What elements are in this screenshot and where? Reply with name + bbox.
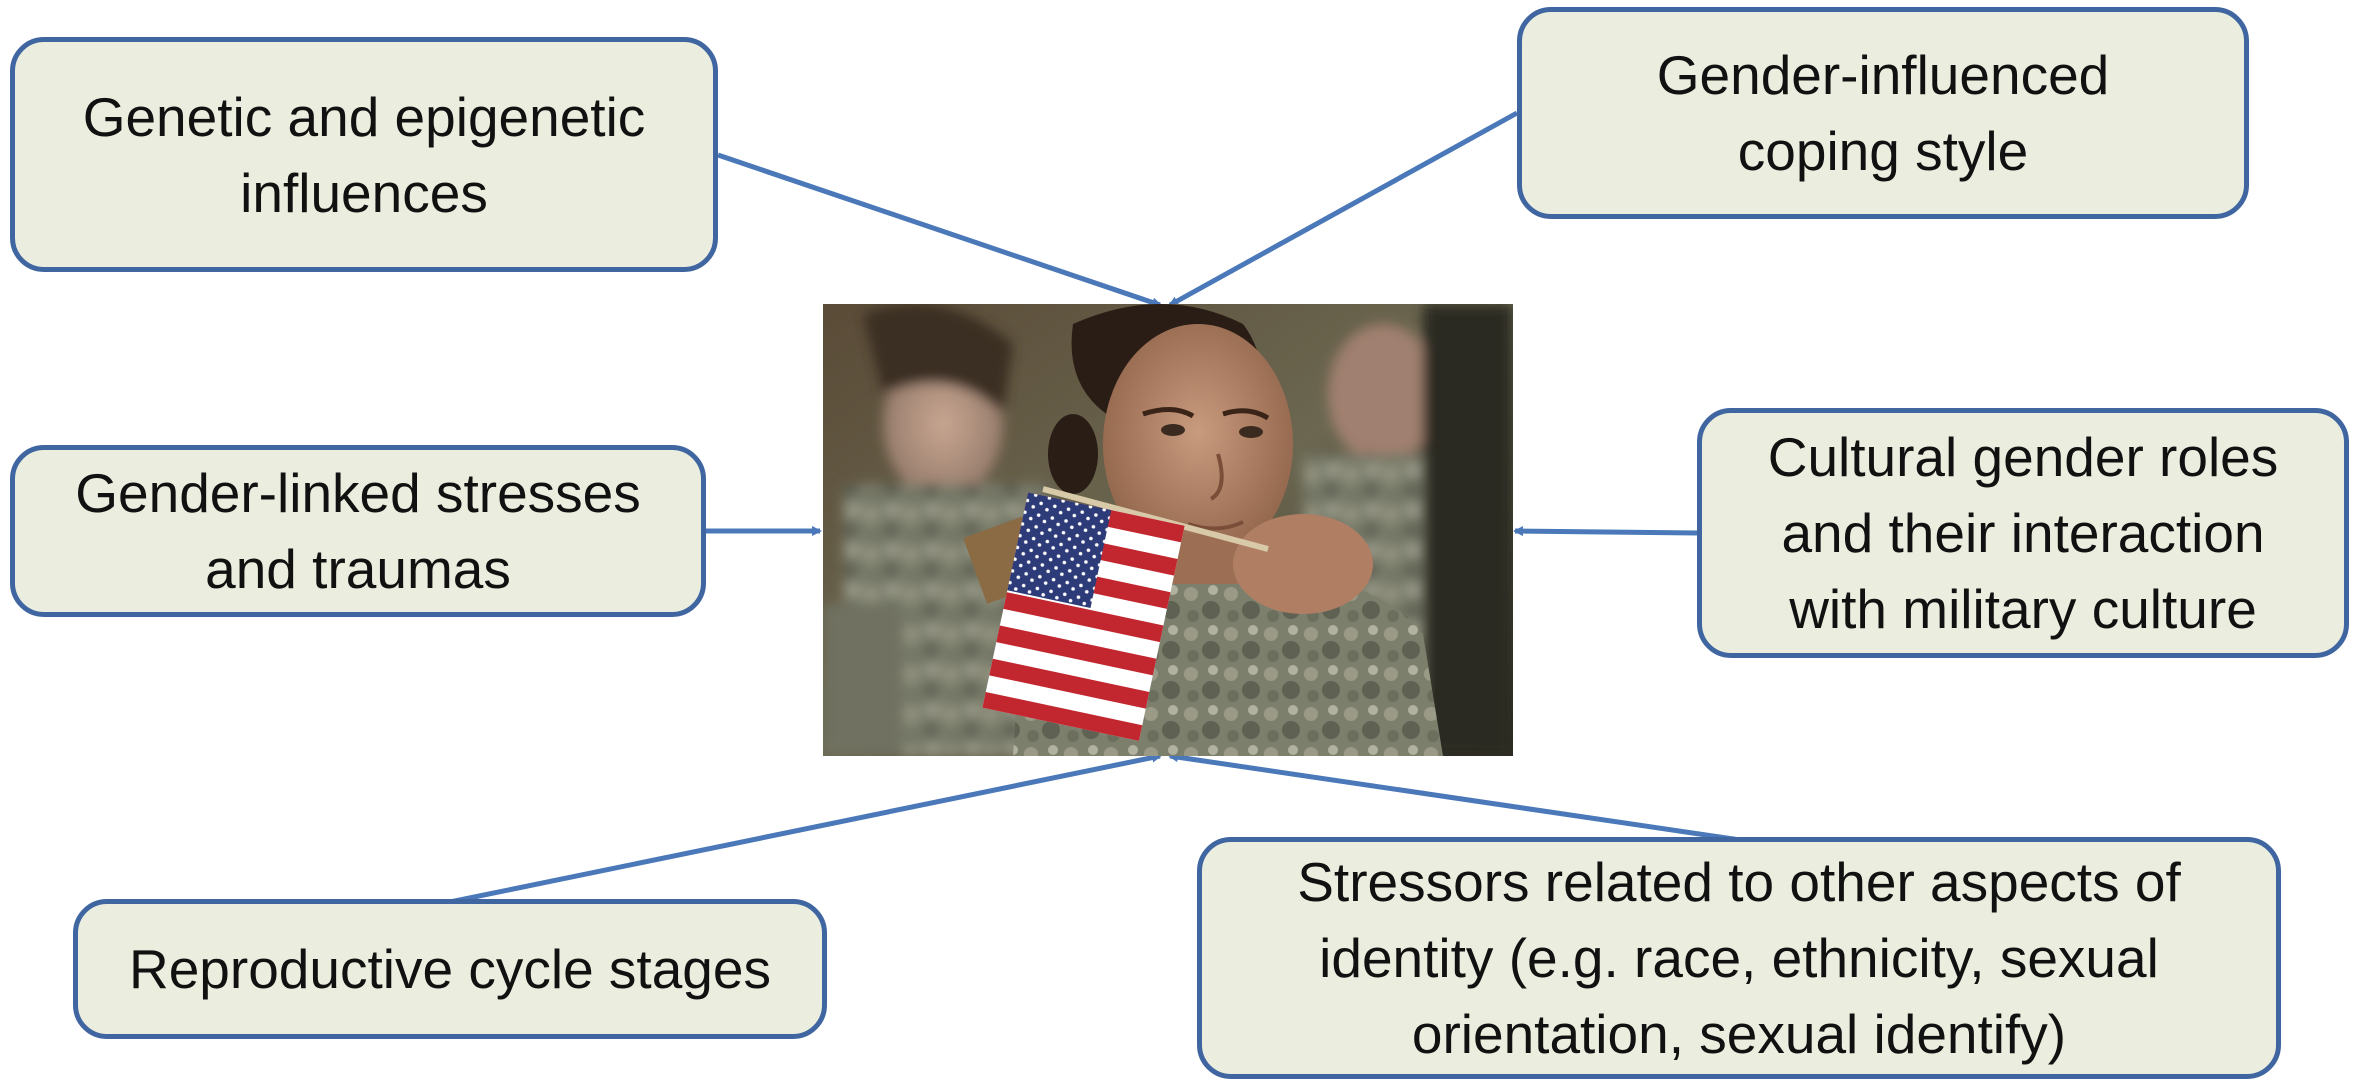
factor-reproductive-cycle: Reproductive cycle stages <box>73 899 827 1039</box>
arrow-cultural <box>1513 526 1698 537</box>
factor-genetic-epigenetic: Genetic and epigenetic influences <box>10 37 718 272</box>
arrow-coping <box>1168 110 1519 308</box>
factor-gender-linked-stresses: Gender-linked stresses and traumas <box>10 445 706 617</box>
soldier-photo <box>823 304 1513 756</box>
factor-cultural-gender-roles: Cultural gender roles and their interact… <box>1697 408 2349 658</box>
arrow-identity <box>1168 752 1741 843</box>
factor-identity-stressors: Stressors related to other aspects of id… <box>1197 837 2281 1079</box>
arrow-genetic <box>717 152 1162 308</box>
arrow-reproductive <box>449 752 1162 905</box>
factor-coping-style: Gender-influenced coping style <box>1517 7 2249 219</box>
